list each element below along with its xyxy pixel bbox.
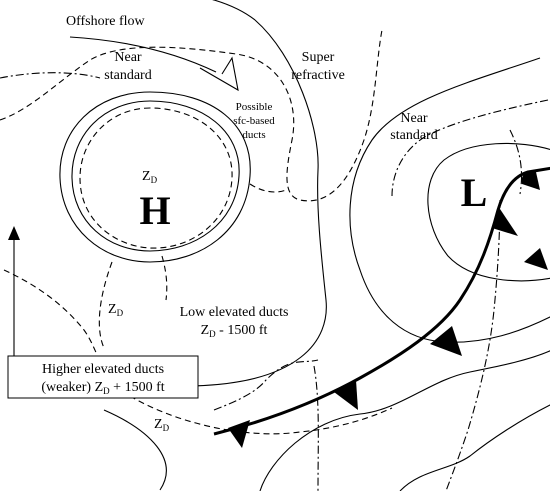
possible-ducts-line3: ducts bbox=[242, 129, 265, 141]
low-elevated-line1: Low elevated ducts bbox=[180, 305, 289, 320]
front-barb-4 bbox=[492, 206, 518, 236]
super-refractive-line2: refractive bbox=[291, 68, 345, 83]
higher-elevated-prefix: (weaker) bbox=[41, 380, 94, 395]
higher-elevated-suffix: + 1500 ft bbox=[110, 380, 165, 395]
low-elevated-zd: Z bbox=[201, 323, 210, 338]
possible-ducts-line1: Possible bbox=[236, 101, 273, 113]
near-standard-left-line2: standard bbox=[104, 68, 151, 83]
cold-front-line bbox=[213, 166, 550, 436]
zd-high-main: Z bbox=[142, 169, 151, 184]
low-pressure-symbol: L bbox=[461, 170, 488, 215]
warm-front-lobe bbox=[521, 170, 540, 190]
low-isobar bbox=[427, 142, 550, 282]
isobar-lower-left bbox=[103, 409, 167, 491]
dashdot-boundary-top bbox=[0, 72, 101, 79]
isobar-right bbox=[349, 57, 550, 343]
dashdot-boundary-right-top bbox=[509, 129, 523, 195]
near-standard-left-line1: Near bbox=[114, 50, 142, 65]
higher-elevated-line1: Higher elevated ducts bbox=[42, 362, 164, 377]
low-elevated-suffix: - 1500 ft bbox=[216, 323, 268, 338]
low-elevated-zd-sub: D bbox=[209, 329, 216, 339]
zd-left-sub: D bbox=[117, 308, 124, 318]
offshore-flow-label: Offshore flow bbox=[66, 14, 146, 29]
zd-high: ZD bbox=[142, 169, 158, 185]
front-barb-2 bbox=[334, 380, 358, 410]
high-isobar-inner bbox=[71, 100, 240, 252]
offshore-flow-arrow bbox=[69, 36, 217, 73]
dashdot-boundary-right bbox=[445, 199, 501, 492]
higher-elevated-box bbox=[7, 355, 199, 399]
near-standard-right-line1: Near bbox=[400, 111, 428, 126]
dashdot-boundary-bottom bbox=[313, 365, 319, 492]
up-arrow-head bbox=[8, 226, 20, 240]
dashed-boundary-mid-drop bbox=[161, 255, 168, 301]
zd-bottom-main: Z bbox=[154, 417, 163, 432]
front-barb-5 bbox=[524, 248, 548, 270]
isobar-bottom bbox=[399, 404, 550, 492]
front-barb-3 bbox=[430, 326, 462, 356]
dashed-boundary-bottom bbox=[129, 395, 393, 435]
low-elevated-line2: ZD - 1500 ft bbox=[201, 323, 268, 339]
high-pressure-symbol: H bbox=[139, 188, 170, 233]
dashdot-boundary-upper bbox=[391, 99, 549, 197]
super-refractive-line1: Super bbox=[302, 50, 335, 65]
front-barb-1 bbox=[228, 420, 250, 448]
dashdot-boundary-lower bbox=[213, 359, 319, 411]
isobar-lower bbox=[259, 350, 550, 492]
higher-elevated-line2: (weaker) ZD + 1500 ft bbox=[41, 380, 164, 396]
cold-front-barbs bbox=[228, 206, 548, 448]
high-isobar-outer bbox=[59, 91, 251, 263]
zd-bottom: ZD bbox=[154, 417, 170, 433]
near-standard-right-line2: standard bbox=[390, 128, 437, 143]
isobar-mid bbox=[189, 0, 327, 387]
possible-ducts-line2: sfc-based bbox=[233, 115, 275, 127]
dashed-boundary-right-sweep bbox=[249, 183, 287, 193]
high-duct-boundary bbox=[79, 107, 233, 249]
zd-left-main: Z bbox=[108, 302, 117, 317]
higher-elevated-zd: Z bbox=[95, 380, 104, 395]
zd-bottom-sub: D bbox=[163, 423, 170, 433]
higher-elevated-zd-sub: D bbox=[103, 386, 110, 396]
zd-left: ZD bbox=[108, 302, 124, 318]
zd-high-sub: D bbox=[151, 175, 158, 185]
dashed-boundary-left-drop bbox=[98, 261, 113, 349]
dashed-boundary-outer-top bbox=[0, 29, 383, 202]
offshore-flow-arrowhead bbox=[199, 56, 239, 92]
